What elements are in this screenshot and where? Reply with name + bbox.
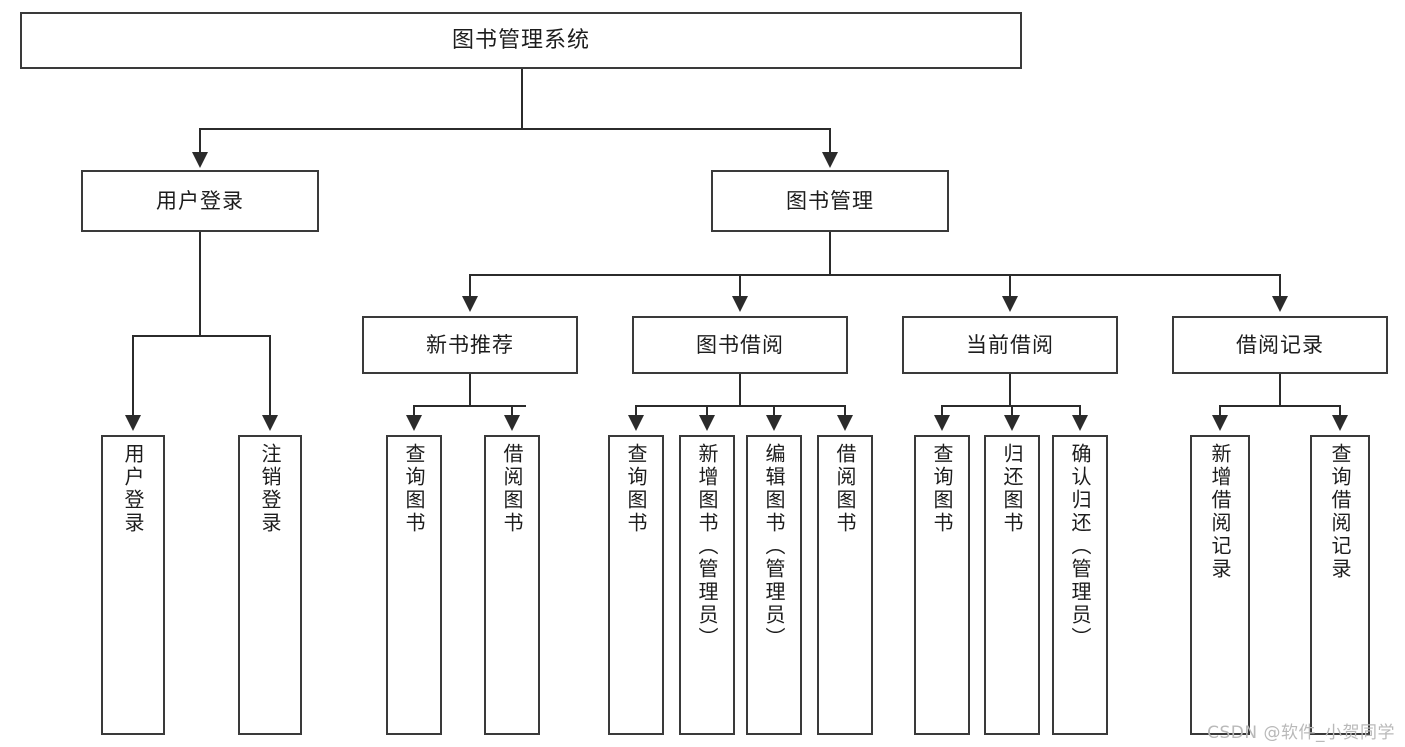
node-current-borrow-label: 当前借阅: [966, 332, 1054, 357]
leaf-borrow-do-borrow[interactable]: 借阅图书: [817, 435, 873, 735]
connector-br-drop-1: [1219, 405, 1221, 417]
arrow-nbr-leaf-1: [406, 415, 422, 431]
connector-user-login-stem: [199, 232, 201, 335]
arrow-user-login-leaf-1: [125, 415, 141, 431]
leaf-record-search-label: 查询借阅记录: [1328, 443, 1352, 581]
arrow-br-leaf-1: [1212, 415, 1228, 431]
arrow-bb-leaf-1: [628, 415, 644, 431]
connector-br-drop-2: [1339, 405, 1341, 417]
leaf-user-login-label: 用户登录: [121, 443, 145, 535]
leaf-user-login[interactable]: 用户登录: [101, 435, 165, 735]
node-new-book-rec[interactable]: 新书推荐: [362, 316, 578, 374]
leaf-borrow-add-book-label: 新增图书（管理员）: [695, 443, 719, 650]
arrow-cb-leaf-2: [1004, 415, 1020, 431]
connector-cb-drop-3: [1079, 405, 1081, 417]
leaf-rec-query-book[interactable]: 查询图书: [386, 435, 442, 735]
node-book-manage[interactable]: 图书管理: [711, 170, 949, 232]
connector-book-manage-bus: [469, 274, 1281, 276]
arrow-bm-borrow-record: [1272, 296, 1288, 312]
arrow-bm-new-book-rec: [462, 296, 478, 312]
connector-user-login-drop-1: [132, 335, 134, 417]
leaf-borrow-edit-book[interactable]: 编辑图书（管理员）: [746, 435, 802, 735]
connector-bb-drop-1: [635, 405, 637, 417]
connector-bb-drop-2: [706, 405, 708, 417]
arrow-nbr-leaf-2: [504, 415, 520, 431]
arrow-bm-book-borrow: [732, 296, 748, 312]
node-book-borrow[interactable]: 图书借阅: [632, 316, 848, 374]
arrow-cb-leaf-3: [1072, 415, 1088, 431]
node-root-label: 图书管理系统: [451, 27, 590, 53]
connector-nbr-stem: [469, 374, 471, 405]
node-root[interactable]: 图书管理系统: [20, 12, 1022, 69]
connector-cb-stem: [1009, 374, 1011, 405]
connector-root-to-book-manage: [829, 128, 831, 154]
connector-user-login-bus: [132, 335, 270, 337]
connector-cb-drop-1: [941, 405, 943, 417]
leaf-current-return-book[interactable]: 归还图书: [984, 435, 1040, 735]
leaf-user-logout[interactable]: 注销登录: [238, 435, 302, 735]
node-borrow-record[interactable]: 借阅记录: [1172, 316, 1388, 374]
leaf-borrow-edit-book-label: 编辑图书（管理员）: [762, 443, 786, 650]
leaf-current-query-book[interactable]: 查询图书: [914, 435, 970, 735]
node-new-book-rec-label: 新书推荐: [426, 332, 514, 357]
connector-bm-drop-3: [1009, 274, 1011, 298]
connector-nbr-drop-1: [413, 405, 415, 417]
connector-cb-drop-2: [1011, 405, 1013, 417]
arrow-cb-leaf-1: [934, 415, 950, 431]
arrow-bb-leaf-2: [699, 415, 715, 431]
leaf-current-confirm-return-label: 确认归还（管理员）: [1068, 443, 1092, 650]
leaf-record-add-label: 新增借阅记录: [1208, 443, 1232, 581]
connector-bb-stem: [739, 374, 741, 405]
arrow-user-login-leaf-2: [262, 415, 278, 431]
leaf-user-logout-label: 注销登录: [258, 443, 282, 535]
node-user-login-label: 用户登录: [156, 188, 244, 213]
connector-book-manage-stem: [829, 232, 831, 274]
arrow-bm-current-borrow: [1002, 296, 1018, 312]
connector-br-stem: [1279, 374, 1281, 405]
leaf-current-query-book-label: 查询图书: [930, 443, 954, 535]
arrow-root-to-user-login: [192, 152, 208, 168]
connector-nbr-bus: [413, 405, 526, 407]
connector-user-login-drop-2: [269, 335, 271, 417]
node-user-login[interactable]: 用户登录: [81, 170, 319, 232]
connector-root-stem: [521, 69, 523, 128]
node-borrow-record-label: 借阅记录: [1236, 332, 1324, 357]
leaf-borrow-query-book[interactable]: 查询图书: [608, 435, 664, 735]
node-book-borrow-label: 图书借阅: [696, 332, 784, 357]
leaf-borrow-do-borrow-label: 借阅图书: [833, 443, 857, 535]
arrow-br-leaf-2: [1332, 415, 1348, 431]
connector-bm-drop-2: [739, 274, 741, 298]
leaf-record-add[interactable]: 新增借阅记录: [1190, 435, 1250, 735]
leaf-current-confirm-return[interactable]: 确认归还（管理员）: [1052, 435, 1108, 735]
connector-br-bus: [1219, 405, 1341, 407]
arrow-bb-leaf-3: [766, 415, 782, 431]
leaf-borrow-query-book-label: 查询图书: [624, 443, 648, 535]
connector-nbr-drop-2: [511, 405, 513, 417]
connector-bm-drop-1: [469, 274, 471, 298]
csdn-watermark: CSDN @软件_小贺同学: [1207, 723, 1395, 743]
connector-bm-drop-4: [1279, 274, 1281, 298]
node-current-borrow[interactable]: 当前借阅: [902, 316, 1118, 374]
leaf-borrow-add-book[interactable]: 新增图书（管理员）: [679, 435, 735, 735]
node-book-manage-label: 图书管理: [786, 188, 874, 213]
leaf-record-search[interactable]: 查询借阅记录: [1310, 435, 1370, 735]
leaf-rec-borrow-book[interactable]: 借阅图书: [484, 435, 540, 735]
arrow-root-to-book-manage: [822, 152, 838, 168]
connector-bb-bus: [635, 405, 846, 407]
connector-root-bus: [199, 128, 831, 130]
connector-bb-drop-3: [773, 405, 775, 417]
leaf-rec-query-book-label: 查询图书: [402, 443, 426, 535]
leaf-rec-borrow-book-label: 借阅图书: [500, 443, 524, 535]
leaf-current-return-book-label: 归还图书: [1000, 443, 1024, 535]
connector-root-to-user-login: [199, 128, 201, 154]
connector-bb-drop-4: [844, 405, 846, 417]
arrow-bb-leaf-4: [837, 415, 853, 431]
